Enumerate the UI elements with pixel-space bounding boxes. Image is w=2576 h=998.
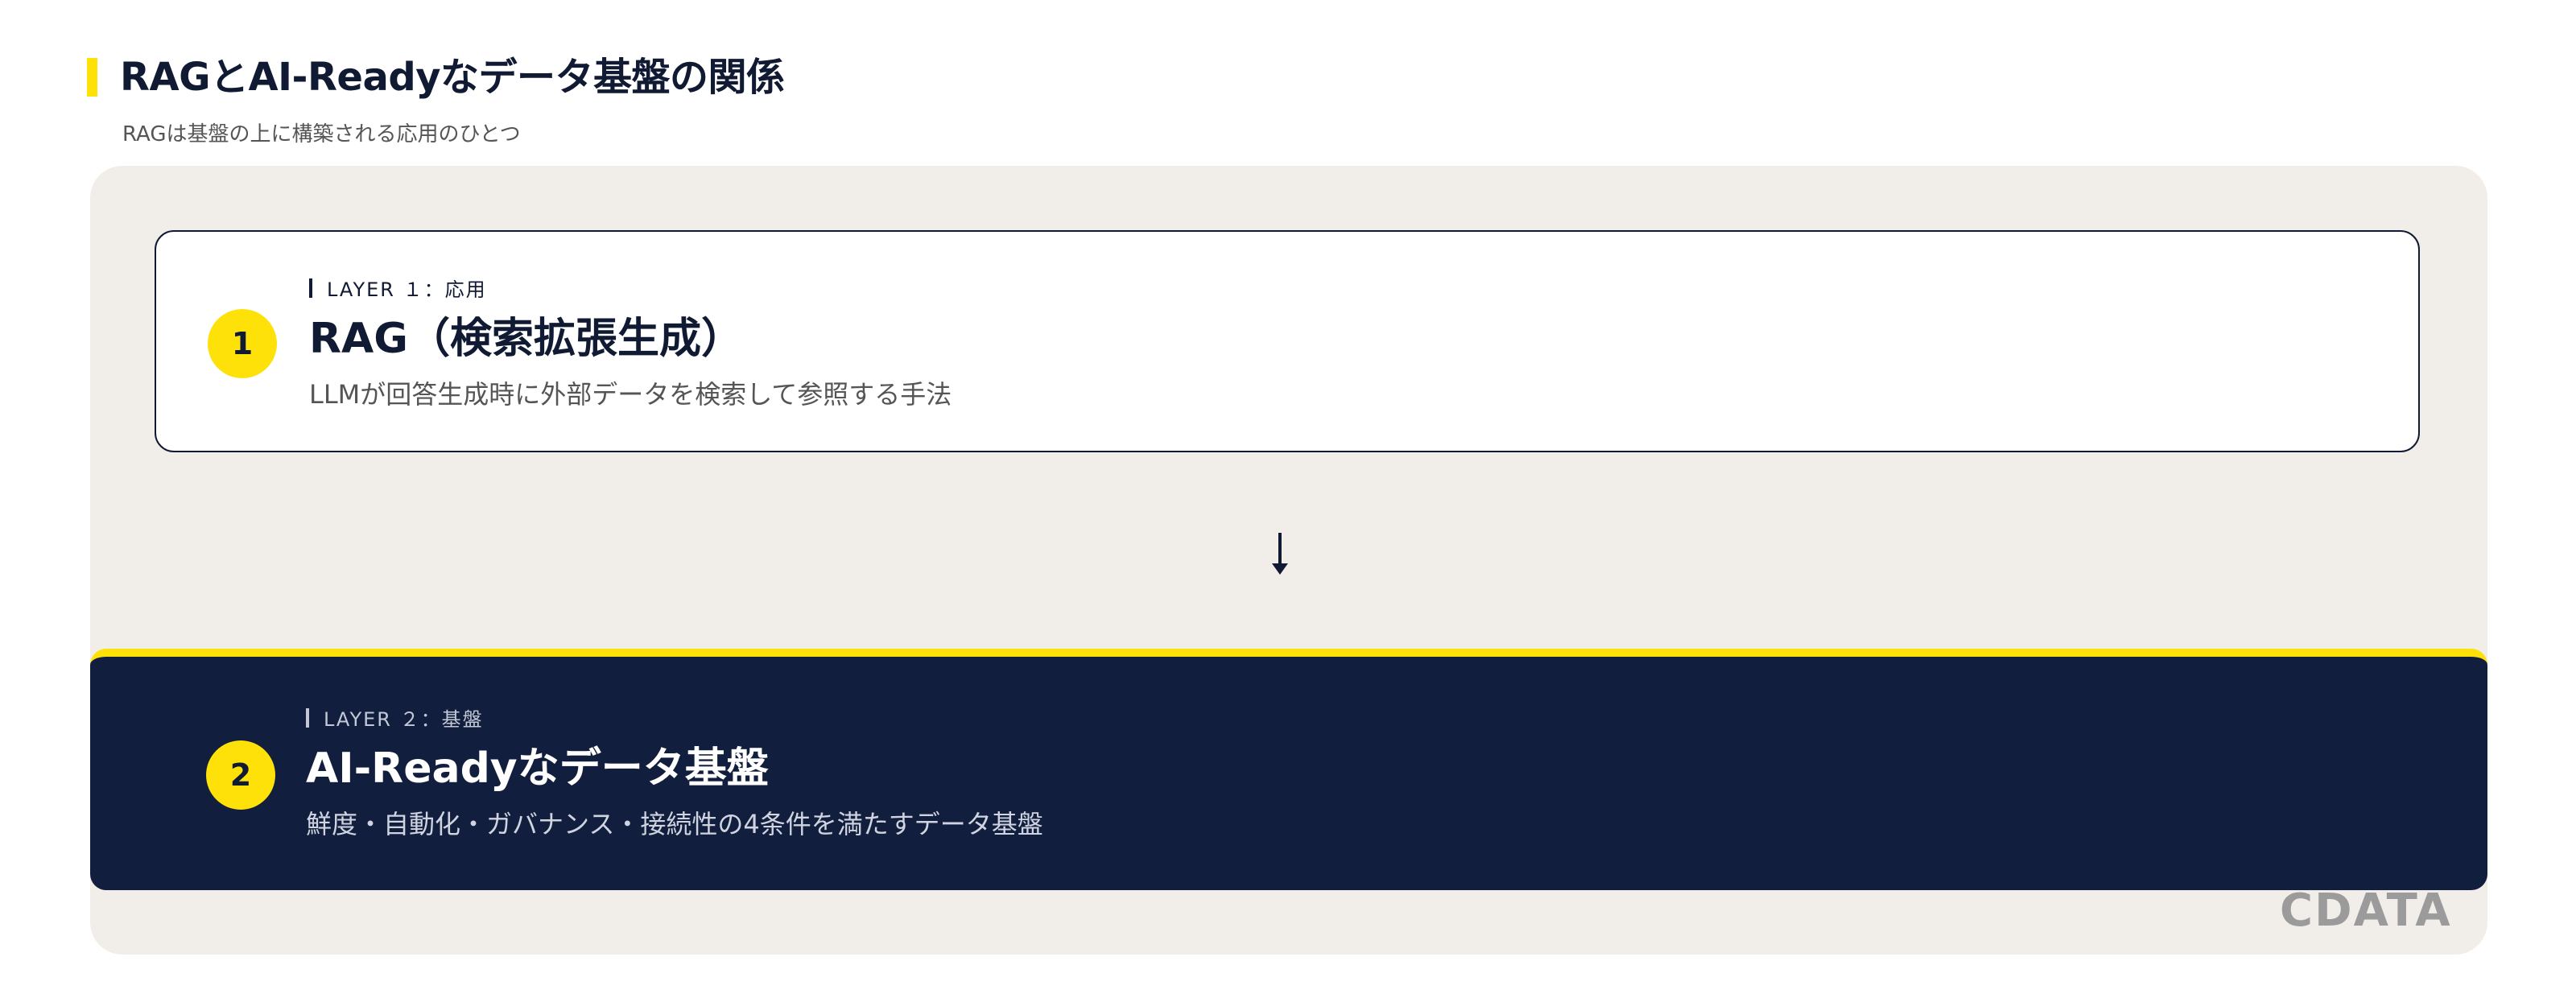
layer-2-label: LAYER ２：基盤 [324,708,484,731]
layer-2-number-badge: 2 [206,740,275,810]
page-title: RAGとAI-Readyなデータ基盤の関係 [120,55,785,100]
cdata-logo: CDATA [2280,885,2452,937]
layer-2-text: LAYER ２：基盤 AI-Readyなデータ基盤 鮮度・自動化・ガバナンス・接… [306,703,1043,841]
layer-2-card: 2 LAYER ２：基盤 AI-Readyなデータ基盤 鮮度・自動化・ガバナンス… [90,649,2487,890]
layer-1-eyebrow: LAYER １：応用 [309,274,952,302]
layer-1-text: LAYER １：応用 RAG（検索拡張生成） LLMが回答生成時に外部データを検… [309,274,952,411]
page-subtitle: RAGは基盤の上に構築される応用のひとつ [122,122,521,146]
layer-1-title: RAG（検索拡張生成） [309,315,743,363]
down-arrow-icon [1272,533,1288,575]
layer-1-number-badge: 1 [208,309,277,378]
layer-2-eyebrow: LAYER ２：基盤 [306,703,1043,732]
eyebrow-bar [309,278,312,298]
layer-2-title: AI-Readyなデータ基盤 [306,744,769,793]
layer-1-card: 1 LAYER １：応用 RAG（検索拡張生成） LLMが回答生成時に外部データ… [155,230,2420,452]
title-row: RAGとAI-Readyなデータ基盤の関係 [87,53,785,101]
title-accent-bar [87,58,97,97]
layer-2-description: 鮮度・自動化・ガバナンス・接続性の4条件を満たすデータ基盤 [306,809,1043,839]
page-header: RAGとAI-Readyなデータ基盤の関係 RAGは基盤の上に構築される応用のひ… [87,53,785,147]
layer-1-label: LAYER １：応用 [327,278,487,301]
diagram-panel: 1 LAYER １：応用 RAG（検索拡張生成） LLMが回答生成時に外部データ… [90,166,2487,955]
eyebrow-bar [306,707,309,728]
layer-1-description: LLMが回答生成時に外部データを検索して参照する手法 [309,379,952,410]
